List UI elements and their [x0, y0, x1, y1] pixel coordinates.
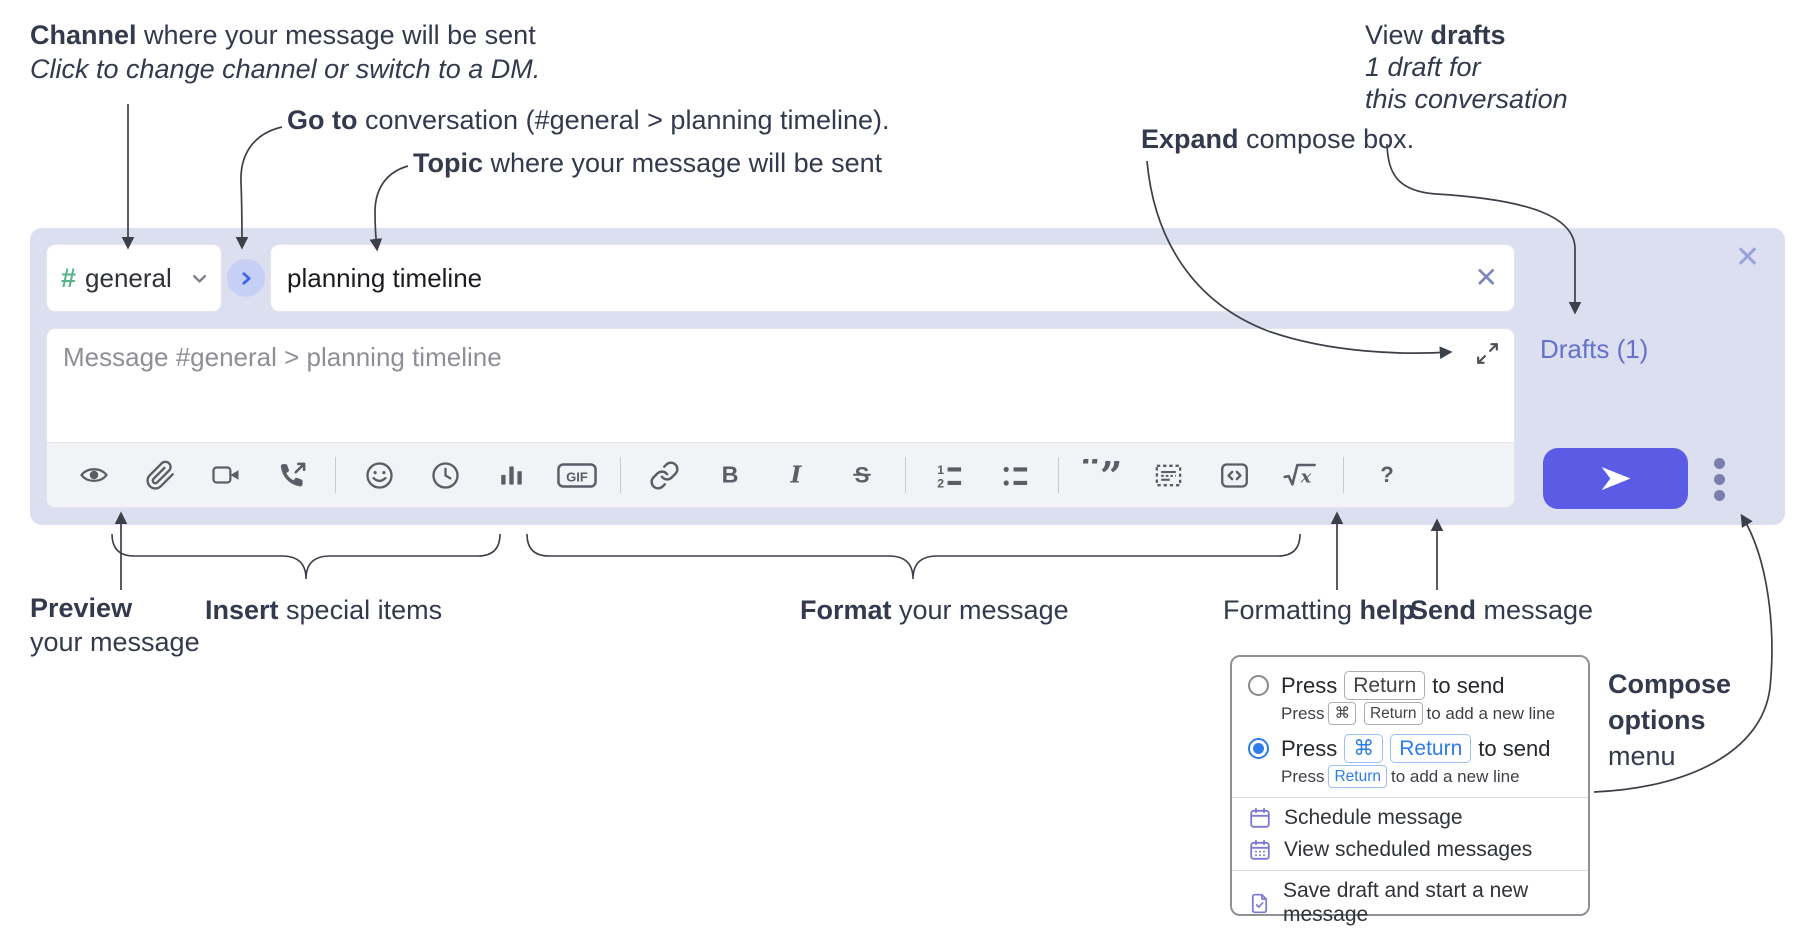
- topic-input[interactable]: planning timeline ✕: [270, 244, 1515, 312]
- annotation-channel: Channel where your message will be sent …: [30, 20, 541, 84]
- annotation-insert: Insert special items: [205, 595, 443, 625]
- annotation-compose-options: Compose options menu: [1608, 669, 1732, 771]
- kebab-dot: [1714, 474, 1725, 485]
- menu-item-schedule-message[interactable]: Schedule message: [1248, 806, 1572, 830]
- toolbar-divider: [1058, 457, 1059, 493]
- message-input[interactable]: Message #general > planning timeline: [47, 329, 1514, 442]
- calendar-icon: [1248, 806, 1272, 830]
- menu-item-view-scheduled[interactable]: View scheduled messages: [1248, 838, 1572, 862]
- chevron-right-icon: [238, 270, 255, 287]
- option-text: Press: [1281, 672, 1338, 698]
- annotation-send: Send message: [1410, 595, 1594, 625]
- toolbar-divider: [1343, 457, 1344, 493]
- draft-document-icon: [1248, 892, 1271, 915]
- close-compose-icon[interactable]: ✕: [1735, 241, 1761, 274]
- chevron-down-icon: [190, 269, 209, 288]
- channel-hash-icon: #: [61, 262, 77, 293]
- voice-call-icon[interactable]: [259, 460, 325, 491]
- annotation-format: Format your message: [800, 595, 1069, 625]
- clear-topic-icon[interactable]: ✕: [1474, 262, 1498, 293]
- popup-divider: [1232, 797, 1588, 798]
- message-placeholder: Message #general > planning timeline: [63, 342, 502, 372]
- return-keycap: Return: [1344, 671, 1426, 700]
- kebab-dot: [1714, 458, 1725, 469]
- channel-name: general: [85, 262, 172, 293]
- annotation-preview: Preview your message: [30, 593, 200, 657]
- topic-value: planning timeline: [287, 262, 483, 293]
- radio-selected-icon[interactable]: [1248, 738, 1269, 759]
- drafts-link[interactable]: Drafts (1): [1540, 334, 1649, 364]
- link-icon[interactable]: [631, 460, 697, 491]
- channel-selector[interactable]: # general: [46, 244, 222, 312]
- expand-compose-icon[interactable]: [1474, 340, 1501, 372]
- svg-text:”: ”: [1100, 459, 1123, 491]
- video-call-icon[interactable]: [193, 460, 259, 490]
- code-icon[interactable]: [1201, 460, 1267, 491]
- annotation-expand: Expand compose box.: [1141, 124, 1415, 154]
- radio-unselected-icon[interactable]: [1248, 675, 1269, 696]
- toolbar-divider: [905, 457, 906, 493]
- italic-icon[interactable]: I: [763, 460, 829, 490]
- calendar-grid-icon: [1248, 838, 1272, 862]
- kebab-dot: [1714, 490, 1725, 501]
- strikethrough-icon[interactable]: S: [829, 460, 895, 490]
- return-keycap: Return: [1363, 702, 1423, 725]
- annotation-goto: Go to conversation (#general > planning …: [287, 105, 890, 135]
- annotation-formatting-help: Formatting help: [1223, 595, 1416, 625]
- menu-item-save-draft[interactable]: Save draft and start a new message: [1248, 879, 1572, 927]
- annotation-view-drafts: View drafts 1 draft for this conversatio…: [1365, 20, 1568, 114]
- option-text: to send: [1432, 672, 1505, 698]
- quote-icon[interactable]: “”: [1069, 459, 1135, 491]
- cmd-keycap: ⌘: [1344, 734, 1384, 763]
- svg-text:2: 2: [937, 476, 944, 490]
- toolbar-divider: [620, 457, 621, 493]
- poll-chart-icon[interactable]: [478, 460, 544, 491]
- option-text: Press: [1281, 735, 1338, 761]
- toolbar-divider: [335, 457, 336, 493]
- brace-insert: [111, 533, 501, 580]
- svg-text:?: ?: [1380, 462, 1394, 487]
- send-icon: [1597, 460, 1634, 497]
- clock-icon[interactable]: [412, 460, 478, 491]
- return-keycap: Return: [1328, 765, 1387, 788]
- return-keycap: Return: [1390, 734, 1472, 763]
- help-icon[interactable]: ?: [1354, 460, 1420, 490]
- svg-text:I: I: [790, 461, 803, 489]
- message-compose-area: Message #general > planning timeline GIF…: [46, 328, 1515, 508]
- popup-divider: [1232, 870, 1588, 871]
- svg-text:B: B: [722, 462, 739, 488]
- option-text: to send: [1478, 735, 1551, 761]
- paperclip-icon[interactable]: [127, 460, 193, 491]
- compose-options-menu-button[interactable]: [1714, 458, 1725, 501]
- send-button[interactable]: [1543, 448, 1688, 509]
- svg-text:1: 1: [937, 462, 944, 476]
- eye-icon[interactable]: [61, 460, 127, 490]
- brace-format: [526, 533, 1301, 580]
- emoji-icon[interactable]: [346, 460, 412, 491]
- bulleted-list-icon[interactable]: [982, 460, 1048, 491]
- spoiler-icon[interactable]: [1135, 460, 1201, 491]
- annotation-topic: Topic where your message will be sent: [413, 148, 883, 178]
- cmd-keycap: ⌘: [1328, 702, 1356, 725]
- svg-text:“: “: [1081, 459, 1103, 491]
- bold-icon[interactable]: B: [697, 460, 763, 490]
- go-to-conversation-button[interactable]: [227, 259, 265, 297]
- math-icon[interactable]: x: [1267, 459, 1333, 491]
- gif-icon[interactable]: GIF: [544, 459, 610, 492]
- svg-text:x: x: [1300, 466, 1312, 487]
- svg-text:GIF: GIF: [566, 469, 588, 484]
